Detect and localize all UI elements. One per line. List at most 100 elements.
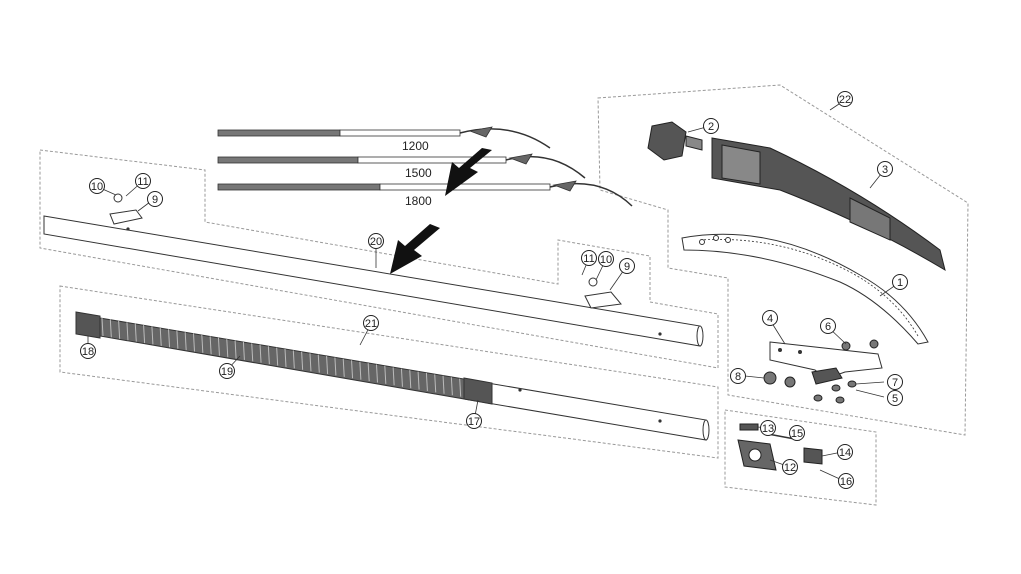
grip-rib [376, 364, 378, 383]
clamp-spring [739, 423, 759, 431]
grip-rib [193, 333, 195, 352]
pole-length-variants: 1200 1500 1800 [217, 126, 633, 208]
callout-circle [820, 318, 836, 334]
callout-circle [837, 91, 853, 107]
callout-number: 12 [784, 462, 796, 474]
callout-circle [760, 420, 776, 436]
clamp-kit [737, 423, 823, 471]
callout-15: 15 [789, 425, 805, 441]
grip-rib [400, 368, 403, 387]
callout-17: 17 [466, 413, 482, 429]
grip-rib [409, 370, 412, 389]
callout-number: 17 [468, 416, 480, 428]
callout-circle [730, 368, 746, 384]
hanger-bracket [763, 339, 883, 404]
callout-circle [368, 233, 384, 249]
callout-number: 15 [791, 428, 803, 440]
grip-collar [463, 377, 493, 405]
callout-3: 3 [877, 161, 893, 177]
callout-circle [892, 274, 908, 290]
scabbard [711, 137, 946, 272]
callout-9b: 9 [619, 258, 635, 274]
callout-circle [887, 390, 903, 406]
callout-22: 22 [837, 91, 853, 107]
grip-sleeve [99, 317, 471, 401]
grip-rib [176, 330, 179, 349]
grip-rib [317, 354, 320, 373]
end-cap [75, 311, 101, 339]
grip-rib [425, 372, 428, 391]
callout-number: 14 [839, 447, 851, 459]
grip-rib [392, 367, 395, 386]
grip-rib [242, 341, 245, 360]
belt-buckle [647, 121, 703, 161]
pole-variant-1800: 1800 [217, 180, 633, 208]
callout-circle [466, 413, 482, 429]
grip-rib [384, 365, 387, 384]
callout-number: 11 [137, 176, 148, 188]
grip-rib [309, 353, 312, 372]
grip-rib [292, 350, 295, 369]
callout-circle [89, 178, 105, 194]
callout-circle [219, 363, 235, 379]
callout-number: 7 [892, 377, 898, 389]
grip-rib [342, 358, 345, 377]
callout-6: 6 [820, 318, 836, 334]
grip-rib [334, 357, 337, 376]
group-outline-clamp-kit [724, 409, 877, 506]
callout-number: 9 [152, 194, 158, 206]
grip-rib [134, 323, 137, 342]
callout-number: 9 [624, 261, 630, 273]
group-outline-lower-pole [59, 285, 719, 459]
callout-circle [789, 425, 805, 441]
callout-11a: 11 [135, 173, 151, 189]
callout-9a: 9 [147, 191, 163, 207]
grip-rib [226, 339, 229, 358]
callout-circle [80, 343, 96, 359]
callout-number: 16 [840, 476, 852, 488]
callout-21: 21 [363, 315, 379, 331]
grip-rib [251, 343, 254, 362]
callout-14: 14 [837, 444, 853, 460]
grip-rib [259, 344, 262, 363]
callout-10b: 10 [598, 251, 614, 267]
grip-rib [109, 319, 112, 338]
grip-rib [234, 340, 237, 359]
callout-20: 20 [368, 233, 384, 249]
arrow-down-left-lower [390, 224, 440, 274]
callout-8: 8 [730, 368, 746, 384]
group-outline-upper-pole [39, 149, 719, 369]
grip-rib [417, 371, 420, 390]
grip-rib [459, 378, 462, 397]
length-label-1800: 1800 [405, 194, 432, 208]
callout-2: 2 [703, 118, 719, 134]
callout-circle [703, 118, 719, 134]
callout-number: 10 [600, 254, 612, 266]
grip-rib [267, 346, 270, 365]
callout-circle [782, 459, 798, 475]
grip-rib [301, 351, 304, 370]
callout-circle [762, 310, 778, 326]
grip-rib [184, 332, 187, 351]
callout-number: 4 [767, 313, 773, 325]
pole-variant-1500: 1500 [217, 153, 586, 180]
grip-rib [126, 322, 129, 341]
grip-rib [217, 337, 220, 356]
callout-13: 13 [760, 420, 776, 436]
pole-clip-right [584, 291, 622, 309]
grip-rib [326, 356, 329, 375]
grip-rib [284, 348, 287, 368]
callout-number: 2 [708, 121, 714, 133]
grip-rib [359, 361, 362, 380]
callout-16: 16 [838, 473, 854, 489]
callout-circle [135, 173, 151, 189]
callout-circle [598, 251, 614, 267]
grip-rib [450, 377, 453, 396]
callout-4: 4 [762, 310, 778, 326]
saw-blade [681, 233, 929, 345]
callout-number: 18 [82, 346, 94, 358]
grip-rib [367, 363, 370, 382]
callout-number: 8 [735, 371, 741, 383]
